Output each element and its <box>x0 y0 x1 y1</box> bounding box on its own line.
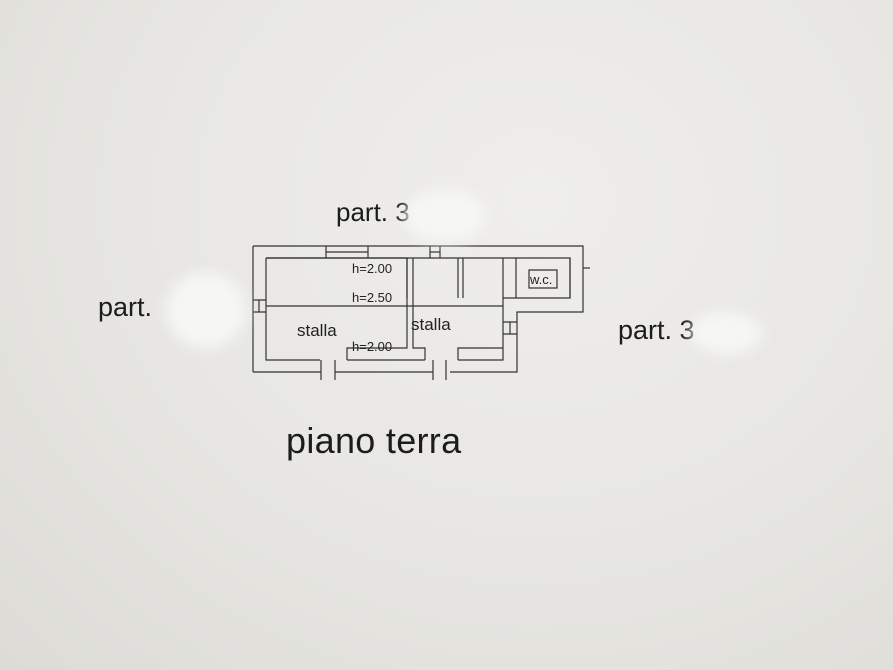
outer-wall <box>253 245 584 373</box>
redaction-blur-left <box>166 272 246 348</box>
parcel-label-top: part. 3 <box>336 197 410 227</box>
redaction-blur-top <box>404 190 486 242</box>
height-label: h=2.00 <box>352 339 392 354</box>
height-label: h=2.50 <box>352 290 392 305</box>
room-label-wc: w.c. <box>529 272 552 287</box>
parcel-label-left: part. <box>98 292 153 322</box>
redaction-blur-right <box>690 312 762 354</box>
inner-wall-line <box>265 257 571 361</box>
room-label-stalla-center: stalla <box>411 315 451 334</box>
parcel-label-right: part. 3 <box>618 315 695 345</box>
floor-title: piano terra <box>286 420 462 461</box>
height-label: h=2.00 <box>352 261 392 276</box>
room-label-stalla-left: stalla <box>297 321 337 340</box>
